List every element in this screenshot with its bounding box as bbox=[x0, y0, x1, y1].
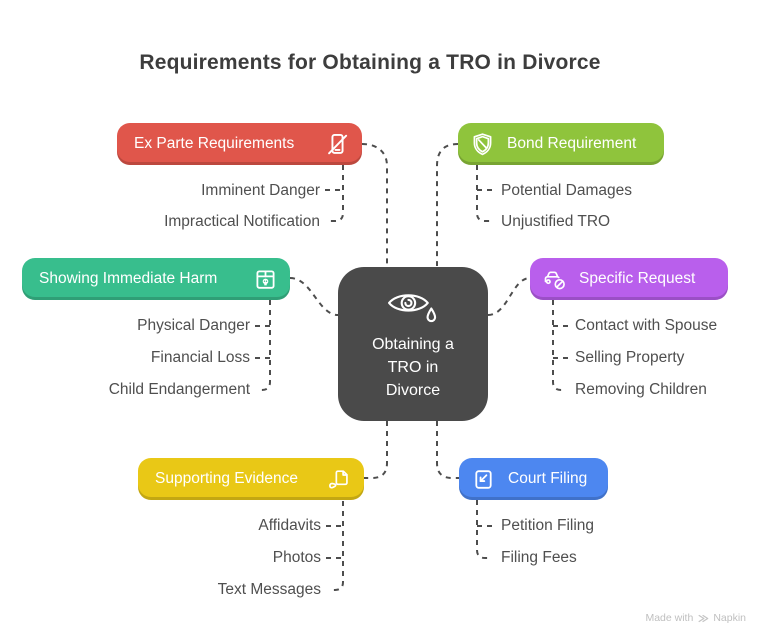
hazard-box-icon bbox=[252, 266, 279, 293]
branch-label: Supporting Evidence bbox=[155, 470, 299, 487]
item-impractical-notification: Impractical Notification bbox=[164, 213, 320, 230]
page-title: Requirements for Obtaining a TRO in Divo… bbox=[139, 51, 601, 74]
branch-showing-immediate-harm: Showing Immediate Harm bbox=[22, 258, 290, 300]
branch-specific-request: Specific Request bbox=[530, 258, 728, 300]
document-hand-icon bbox=[326, 466, 353, 493]
shield-slash-icon bbox=[469, 131, 496, 158]
branch-label: Bond Requirement bbox=[507, 135, 637, 152]
item-financial-loss: Financial Loss bbox=[150, 349, 250, 366]
item-selling-property: Selling Property bbox=[575, 349, 685, 366]
item-affidavits: Affidavits bbox=[258, 517, 321, 534]
brand-text: Napkin bbox=[713, 612, 746, 624]
center-node-obtaining-tro: Obtaining a TRO in Divorce bbox=[338, 267, 488, 421]
item-child-endangerment: Child Endangerment bbox=[108, 381, 250, 398]
branch-court-filing: Court Filing bbox=[459, 458, 608, 500]
branch-label: Ex Parte Requirements bbox=[134, 135, 295, 152]
item-removing-children: Removing Children bbox=[575, 381, 707, 398]
branch-bond-requirement: Bond Requirement bbox=[458, 123, 664, 165]
item-photos: Photos bbox=[272, 549, 321, 566]
item-petition-filing: Petition Filing bbox=[501, 517, 595, 534]
crying-eye-icon bbox=[385, 285, 442, 327]
item-unjustified-tro: Unjustified TRO bbox=[501, 213, 611, 230]
item-potential-damages: Potential Damages bbox=[501, 182, 632, 199]
napkin-logo-icon bbox=[697, 613, 709, 624]
item-imminent-danger: Imminent Danger bbox=[201, 182, 320, 199]
made-with-napkin-credit: Made with Napkin bbox=[645, 612, 746, 624]
center-node-label: Obtaining a TRO in Divorce bbox=[372, 336, 454, 399]
branch-label: Showing Immediate Harm bbox=[39, 270, 218, 287]
branch-ex-parte-requirements: Ex Parte Requirements bbox=[117, 123, 362, 165]
branch-supporting-evidence: Supporting Evidence bbox=[138, 458, 364, 500]
phone-slash-icon bbox=[324, 131, 351, 158]
file-arrow-icon bbox=[470, 466, 497, 493]
item-contact-with-spouse: Contact with Spouse bbox=[575, 317, 718, 334]
item-physical-danger: Physical Danger bbox=[137, 317, 250, 334]
made-with-text: Made with bbox=[645, 612, 694, 624]
car-prohibited-icon bbox=[541, 266, 568, 293]
branch-label: Court Filing bbox=[508, 470, 588, 487]
branch-label: Specific Request bbox=[579, 270, 696, 287]
item-filing-fees: Filing Fees bbox=[501, 549, 577, 566]
item-text-messages: Text Messages bbox=[217, 581, 321, 598]
